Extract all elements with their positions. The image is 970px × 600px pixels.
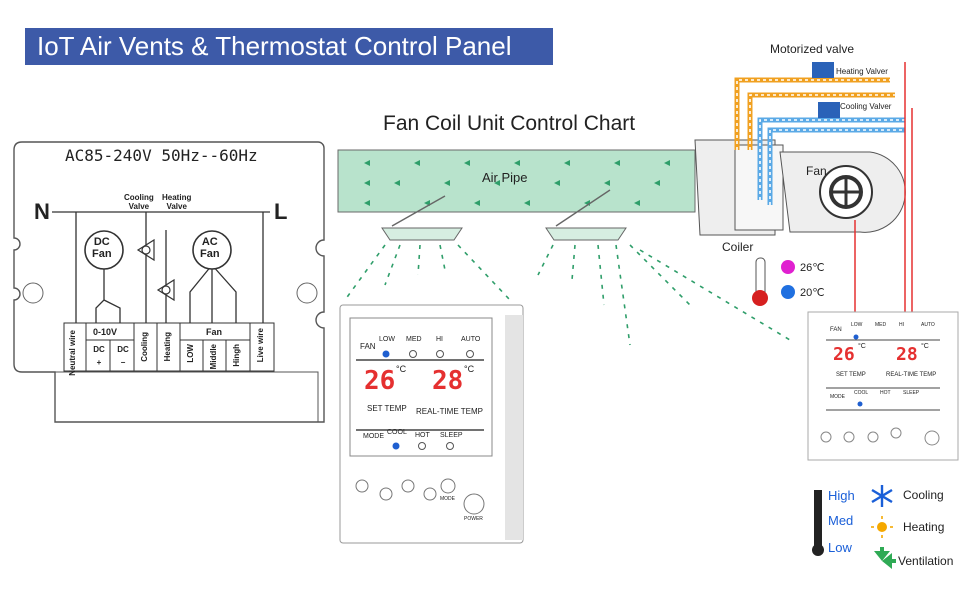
cooling-valve-label: Cooling Valve [124, 193, 154, 211]
legend-ventilation: Ventilation [898, 554, 954, 568]
set-temp-label: SET TEMP [367, 404, 407, 413]
terminal-dc-plus: DC + [93, 345, 105, 367]
small-real-temp: 28 [896, 344, 918, 365]
motorized-valve-label: Motorized valve [770, 42, 855, 56]
hot-dot [781, 260, 795, 274]
small-speed-hi: HI [899, 322, 904, 328]
fan-label: Fan [806, 164, 827, 178]
temp-cold: 20℃ [800, 287, 825, 299]
real-temp-label: REAL-TIME TEMP [416, 407, 483, 416]
heating-valve-tag: Heating Valver [836, 67, 888, 76]
sun-icon [871, 516, 893, 538]
small-mode-hot: HOT [880, 390, 891, 396]
air-vent-left [381, 227, 463, 241]
small-speed-low: LOW [851, 322, 863, 328]
terminal-low: LOW [186, 344, 195, 363]
terminal-heating: Heating [163, 332, 172, 362]
page-title: IoT Air Vents & Thermostat Control Panel [25, 28, 553, 65]
cooling-valve-motor [818, 102, 840, 118]
speed-auto[interactable]: AUTO [461, 336, 481, 343]
airflow-arrows [364, 160, 670, 206]
fan-group-label: Fan [206, 327, 223, 337]
dc-fan-label: DC Fan [92, 236, 112, 260]
real-temp-value: 28 [432, 366, 464, 396]
power-spec: AC85-240V 50Hz--60Hz [65, 146, 258, 165]
speed-med[interactable]: MED [406, 336, 422, 343]
power-button-label: POWER [464, 516, 483, 522]
cooling-valve-tag: Cooling Valver [840, 102, 892, 111]
small-real-temp-label: REAL-TIME TEMP [886, 372, 937, 378]
cold-dot [781, 285, 795, 299]
mode-button[interactable] [440, 478, 456, 494]
small-speed-auto: AUTO [921, 322, 935, 328]
small-fan-label: FAN [830, 327, 842, 333]
mode-button-label: MODE [440, 496, 455, 502]
control-wires [854, 62, 913, 330]
terminal-neutral: Neutral wire [68, 330, 77, 376]
temp-hot: 26℃ [800, 262, 825, 274]
live-symbol: L [274, 199, 288, 224]
power-button[interactable] [463, 493, 485, 515]
neutral-symbol: N [34, 199, 50, 224]
small-mode-label: MODE [830, 394, 845, 400]
ventilation-icon [874, 547, 896, 569]
speed-low[interactable]: LOW [379, 336, 395, 343]
speed-hi[interactable]: HI [436, 336, 443, 343]
ac-fan-motor [192, 230, 232, 270]
terminal-live: Live wire [256, 328, 265, 363]
small-speed-med: MED [875, 322, 887, 328]
small-set-unit: °C [858, 343, 866, 350]
level-bar [814, 490, 822, 550]
level-low: Low [828, 540, 852, 555]
level-high: High [828, 488, 855, 503]
air-vent-right [545, 227, 627, 241]
small-real-unit: °C [921, 343, 929, 350]
heating-pipe [734, 77, 890, 150]
set-temp-value: 26 [364, 366, 396, 396]
mode-label: MODE [363, 433, 384, 440]
small-set-temp: 26 [833, 344, 855, 365]
coiler-label: Coiler [722, 240, 754, 254]
heating-valve-motor [812, 62, 834, 78]
voltage-range: 0-10V [93, 327, 118, 337]
fan-button[interactable] [355, 479, 369, 493]
small-mode-cool: COOL [854, 390, 869, 396]
snowflake-icon [871, 485, 893, 507]
ac-fan-label: AC Fan [200, 236, 220, 260]
terminal-high: Hingh [232, 344, 241, 367]
mode-cool[interactable]: COOL [387, 429, 407, 436]
fan-mode-label: FAN [360, 342, 376, 351]
air-pipe-label: Air Pipe [482, 170, 528, 185]
real-temp-unit: °C [464, 364, 475, 374]
terminal-dc-minus: DC − [117, 345, 129, 367]
mode-sleep[interactable]: SLEEP [440, 432, 463, 439]
air-pipe [337, 149, 696, 213]
legend-cooling: Cooling [903, 488, 944, 502]
level-med: Med [828, 513, 854, 528]
mode-hot[interactable]: HOT [415, 432, 430, 439]
terminal-cooling: Cooling [140, 332, 149, 362]
chart-title: Fan Coil Unit Control Chart [383, 112, 636, 135]
set-temp-unit: °C [396, 364, 407, 374]
legend-heating: Heating [903, 520, 945, 534]
small-set-temp-label: SET TEMP [836, 372, 866, 378]
small-mode-sleep: SLEEP [903, 390, 920, 396]
terminal-middle: Middle [209, 344, 218, 370]
dc-fan-motor [84, 230, 124, 270]
heating-valve-label: Heating Valve [162, 193, 192, 211]
